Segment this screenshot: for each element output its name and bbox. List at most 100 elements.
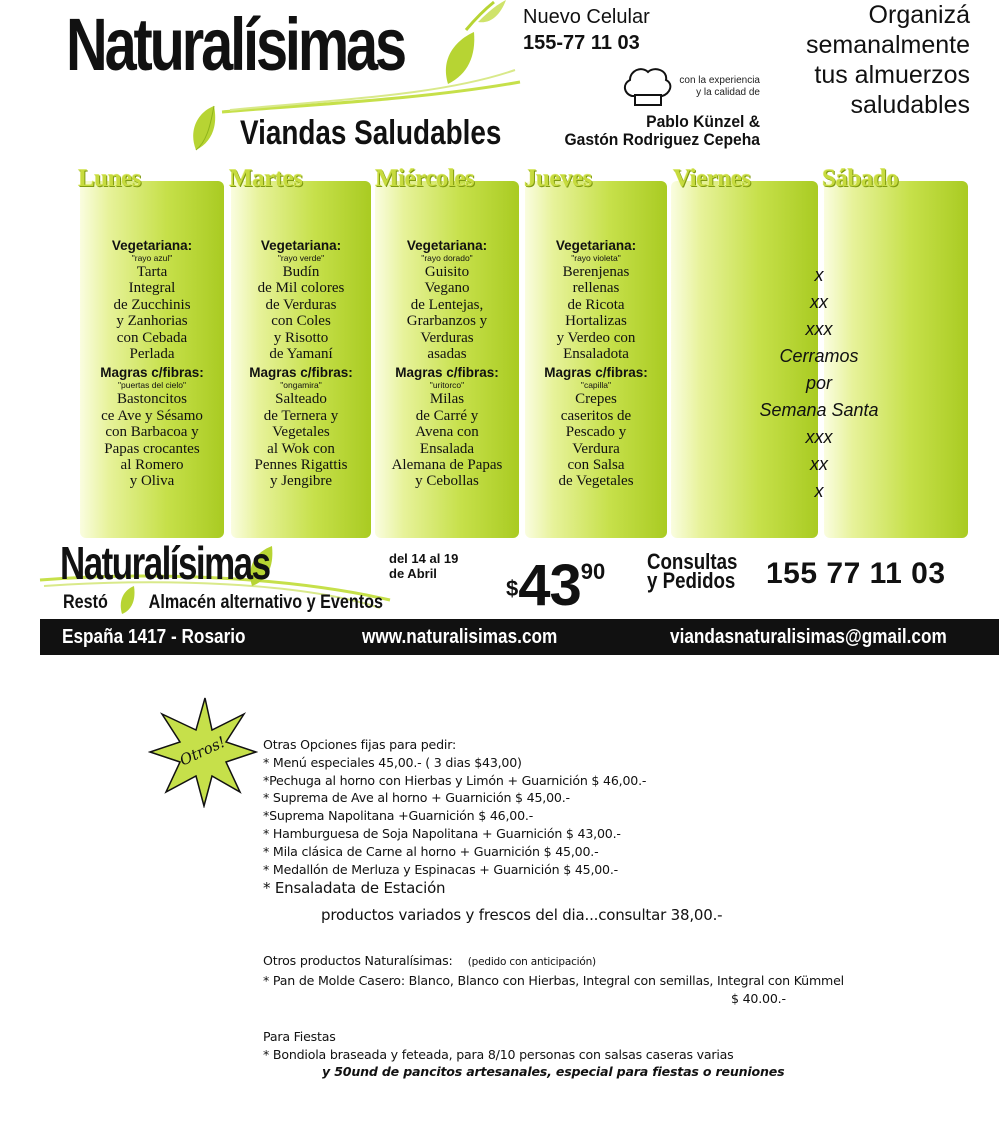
dish-line: Pescado y bbox=[565, 424, 627, 441]
magras-sub: "uritorco" bbox=[429, 380, 465, 391]
veg-label: Vegetariana: bbox=[406, 238, 488, 253]
closed-line: por bbox=[805, 373, 832, 393]
dates-line-2: de Abril bbox=[389, 566, 437, 581]
dish-line: Bastoncitos bbox=[117, 391, 187, 408]
dish-line: con Barbacoa y bbox=[105, 424, 199, 441]
dish-line: Budín bbox=[282, 264, 320, 280]
dish-line: Integral bbox=[128, 280, 176, 297]
chef-name-2: Gastón Rodriguez Cepeha bbox=[564, 130, 760, 149]
pan-price: $ 40.00.- bbox=[731, 990, 786, 1006]
day-column-lunes bbox=[80, 181, 224, 538]
day-header-martes: Martes bbox=[229, 165, 303, 192]
price-currency: $ bbox=[506, 576, 519, 601]
consultas-line-1: Consultas bbox=[647, 549, 738, 574]
dish-line: Ensalada bbox=[419, 440, 475, 457]
price-integer: 43 bbox=[518, 553, 582, 618]
otros-item: * Suprema de Ave al horno + Guarnición $… bbox=[263, 790, 570, 806]
dish-line: Ensaladota bbox=[563, 346, 629, 363]
pan-item: * Pan de Molde Casero: Blanco, Blanco co… bbox=[263, 973, 844, 989]
dates-line-1: del 14 al 19 bbox=[389, 551, 459, 566]
otros-item: *Pechuga al horno con Hierbas y Limón + … bbox=[263, 772, 647, 788]
magras-label: Magras c/fibras: bbox=[100, 365, 204, 381]
otros-item: * Medallón de Merluza y Espinacas + Guar… bbox=[263, 861, 619, 877]
dish-line: y Risotto bbox=[273, 329, 329, 346]
dish-line: con Coles bbox=[271, 313, 331, 330]
productos-title-text: Otros productos Naturalísimas: bbox=[263, 953, 453, 969]
otros-item: *Suprema Napolitana +Guarnición $ 46,00.… bbox=[263, 808, 534, 824]
celular-number: 155-77 11 03 bbox=[523, 32, 640, 54]
chef-note-line-2: y la calidad de bbox=[696, 87, 760, 98]
consultas: Consultas y Pedidos bbox=[647, 549, 738, 593]
chef-note-line-1: con la experiencia bbox=[679, 75, 760, 86]
closed-line: xx bbox=[810, 454, 828, 474]
chef-name-1: Pablo Künzel & bbox=[646, 112, 760, 131]
dish-line: y Cebollas bbox=[415, 473, 479, 490]
veg-sub: "rayo dorado" bbox=[421, 253, 473, 263]
closed-notice: x xx xxx Cerramos por Semana Santa xxx x… bbox=[735, 262, 903, 505]
menu-miercoles: Vegetariana: "rayo dorado" Guisito Vegan… bbox=[375, 238, 519, 490]
phone-number: 155 77 11 03 bbox=[766, 557, 946, 590]
dish-line: Verdura bbox=[572, 440, 620, 457]
footer-sub-a: Restó bbox=[63, 592, 108, 613]
dish-line: y Zanhorias bbox=[116, 313, 188, 330]
website-link[interactable]: www.naturalisimas.com bbox=[362, 626, 558, 648]
closed-line: xxx bbox=[805, 319, 833, 339]
magras-label: Magras c/fibras: bbox=[249, 365, 353, 381]
day-column-sabado bbox=[824, 181, 968, 538]
dish-line: de Ternera y bbox=[263, 407, 339, 424]
tagline-line-2: semanalmente bbox=[806, 31, 970, 59]
magras-sub: "ongamira" bbox=[280, 380, 322, 391]
dish-line: Papas crocantes bbox=[104, 440, 200, 457]
otros-list: Otras Opciones fijas para pedir: * Menú … bbox=[263, 736, 943, 1081]
closed-line: x bbox=[814, 481, 824, 501]
dish-line: de Verduras bbox=[265, 296, 337, 313]
footer-brand: Naturalísimas bbox=[60, 537, 271, 589]
dish-line: Hortalizas bbox=[565, 313, 627, 330]
dish-line: ce Ave y Sésamo bbox=[101, 407, 203, 424]
veg-sub: "rayo azul" bbox=[131, 253, 173, 263]
dish-line: Crepes bbox=[575, 391, 617, 408]
magras-label: Magras c/fibras: bbox=[544, 365, 648, 381]
dish-line: rellenas bbox=[572, 280, 620, 297]
day-header-jueves: Jueves bbox=[524, 165, 592, 192]
day-header-sabado: Sábado bbox=[822, 165, 899, 192]
day-column-miercoles bbox=[375, 181, 519, 538]
tagline-line-1: Organizá bbox=[868, 1, 970, 29]
email-link[interactable]: viandasnaturalisimas@gmail.com bbox=[670, 626, 947, 648]
productos-title: Otros productos Naturalísimas: (pedido c… bbox=[263, 952, 943, 972]
consultas-line-2: y Pedidos bbox=[647, 568, 736, 593]
celular-label: Nuevo Celular bbox=[523, 6, 650, 28]
dish-line: Verduras bbox=[420, 329, 474, 346]
dish-line: Grarbanzos y bbox=[406, 313, 488, 330]
dish-line: con Cebada bbox=[116, 329, 188, 346]
dish-line: Vegano bbox=[424, 280, 470, 297]
otros-item: * Hamburguesa de Soja Napolitana + Guarn… bbox=[263, 825, 621, 841]
dish-line: y Oliva bbox=[129, 473, 175, 490]
dish-line: Vegetales bbox=[272, 424, 330, 441]
otros-star-badge: Otros! bbox=[148, 697, 258, 808]
dish-line: asadas bbox=[427, 346, 467, 363]
tagline-line-3: tus almuerzos bbox=[814, 61, 970, 89]
dish-line: Milas bbox=[429, 391, 465, 408]
tagline-line-4: saludables bbox=[850, 91, 970, 119]
dates: del 14 al 19 de Abril bbox=[389, 551, 458, 581]
pancitos-item: y 50und de pancitos artesanales, especia… bbox=[322, 1064, 785, 1080]
chef-note: con la experiencia y la calidad de bbox=[676, 75, 760, 99]
day-column-viernes bbox=[671, 181, 818, 538]
day-column-martes bbox=[231, 181, 371, 538]
closed-line: xxx bbox=[805, 427, 833, 447]
chef-names: Pablo Künzel & Gastón Rodriguez Cepeha bbox=[548, 113, 760, 149]
bondiola-item: * Bondiola braseada y feteada, para 8/10… bbox=[263, 1046, 734, 1062]
brand-subtitle: Viandas Saludables bbox=[240, 114, 502, 152]
day-header-viernes: Viernes bbox=[673, 165, 751, 192]
otros-item: * Menú especiales 45,00.- ( 3 dias $43,0… bbox=[263, 754, 522, 770]
ensalada-detail: productos variados y frescos del dia...c… bbox=[321, 906, 723, 925]
address: España 1417 - Rosario bbox=[62, 626, 246, 648]
veg-label: Vegetariana: bbox=[555, 238, 637, 253]
ensalada-item: * Ensaladata de Estación bbox=[263, 879, 446, 898]
dish-line: de Carré y bbox=[415, 407, 479, 424]
magras-sub: "puertas del cielo" bbox=[118, 380, 186, 391]
dish-line: al Romero bbox=[120, 457, 184, 474]
dish-line: y Jengibre bbox=[269, 473, 333, 490]
